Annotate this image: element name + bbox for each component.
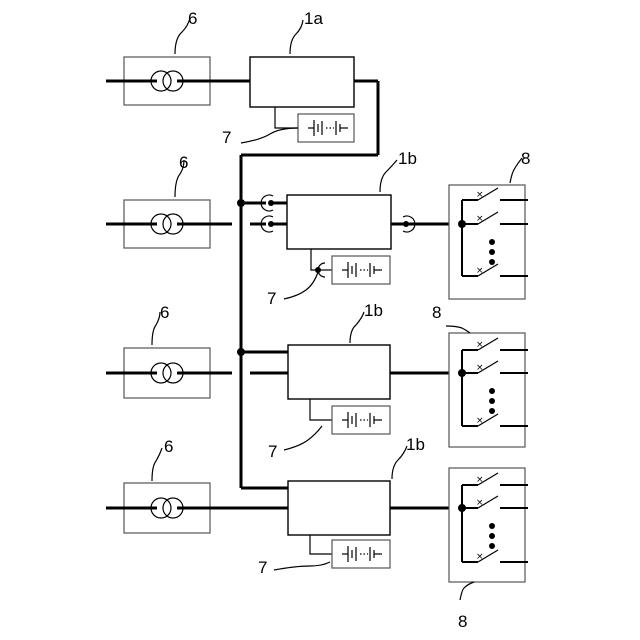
switch-cross-icon: × bbox=[476, 363, 484, 373]
label-battery-row3: 7 bbox=[268, 442, 277, 461]
leader-line bbox=[460, 582, 474, 600]
switch-cross-icon: × bbox=[476, 266, 484, 276]
switch-cross-icon: × bbox=[476, 498, 484, 508]
controller-1b-row3-box bbox=[288, 345, 390, 399]
ellipsis-dot bbox=[489, 533, 495, 539]
switch-cross-icon: × bbox=[476, 340, 484, 350]
leader-line bbox=[284, 272, 318, 299]
ellipsis-dot bbox=[489, 523, 495, 529]
ellipsis-dot bbox=[489, 259, 495, 265]
leader-line bbox=[241, 128, 298, 143]
leader-line bbox=[290, 20, 303, 54]
label-battery-row1: 7 bbox=[222, 128, 231, 147]
label-transformer-row2: 6 bbox=[179, 153, 188, 172]
leader-line bbox=[380, 160, 397, 192]
leader-line bbox=[350, 312, 364, 343]
controller-1b-row2-box bbox=[287, 195, 391, 249]
switch-cross-icon: × bbox=[476, 552, 484, 562]
label-transformer-row1: 6 bbox=[188, 9, 197, 28]
ellipsis-dot bbox=[489, 543, 495, 549]
label-switchboard-row3: 8 bbox=[432, 303, 441, 322]
ellipsis-dot bbox=[489, 249, 495, 255]
label-controller-1a: 1a bbox=[304, 9, 323, 28]
label-battery-row4: 7 bbox=[258, 558, 267, 577]
leader-line bbox=[274, 562, 330, 570]
junction-dot bbox=[237, 199, 245, 207]
label-switchboard-row2: 8 bbox=[521, 149, 530, 168]
label-controller-1b-row4: 1b bbox=[406, 435, 425, 454]
label-controller-1b-row2: 1b bbox=[398, 149, 417, 168]
label-controller-1b-row3: 1b bbox=[364, 301, 383, 320]
switch-cross-icon: × bbox=[476, 214, 484, 224]
leader-line bbox=[152, 448, 162, 481]
label-switchboard-row4: 8 bbox=[458, 612, 467, 631]
switch-cross-icon: × bbox=[476, 475, 484, 485]
ellipsis-dot bbox=[489, 398, 495, 404]
controller-1a-box bbox=[250, 57, 354, 107]
junction-dot bbox=[237, 348, 245, 356]
transformer-1 bbox=[106, 57, 250, 105]
ellipsis-dot bbox=[489, 388, 495, 394]
leader-line bbox=[284, 426, 322, 450]
switchboard-row2-box bbox=[449, 185, 525, 299]
switch-cross-icon: × bbox=[476, 416, 484, 426]
ellipsis-dot bbox=[489, 239, 495, 245]
controller-1b-row4-box bbox=[288, 481, 390, 535]
switch-cross-icon: × bbox=[476, 190, 484, 200]
label-transformer-row3: 6 bbox=[160, 303, 169, 322]
label-transformer-row4: 6 bbox=[164, 437, 173, 456]
ellipsis-dot bbox=[489, 408, 495, 414]
label-battery-row2: 7 bbox=[267, 289, 276, 308]
leader-line bbox=[392, 446, 407, 479]
leader-line bbox=[152, 312, 160, 345]
leader-line bbox=[446, 326, 470, 333]
